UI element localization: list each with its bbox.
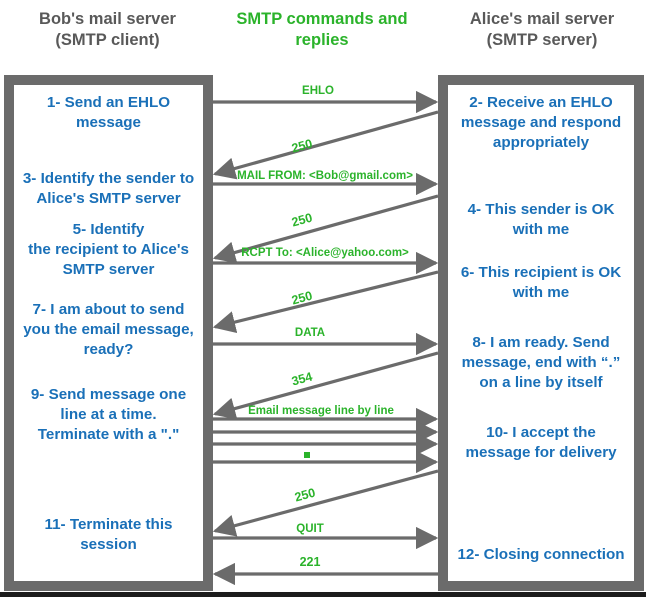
center-title: SMTP commands and replies [222, 9, 422, 51]
step-text-line: 6- This recipient is OK with me [460, 264, 622, 301]
client-panel-inner [14, 85, 203, 581]
server-title: Alice's mail server (SMTP server) [440, 9, 644, 51]
step-text-line: 1- Send an EHLO message [46, 94, 171, 131]
server-step-10: 10- I accept the message for delivery [448, 423, 634, 463]
step-text-line: 12- Closing connection [457, 546, 625, 563]
label-msg-250-d: 250 [293, 485, 317, 505]
label-msg-221: 221 [299, 555, 321, 569]
step-text-line: the recipient to Alice's SMTP server [28, 240, 189, 278]
label-msg-354: 354 [290, 369, 314, 389]
step-text-line: 9- Send message one line at a time. [30, 386, 187, 423]
step-text-line: 4- This sender is OK with me [467, 201, 615, 238]
server-title-line1: Alice's mail server [469, 10, 615, 28]
client-panel [4, 75, 213, 591]
label-msg-rcpt-to: RCPT To: <Alice@yahoo.com> [241, 247, 409, 259]
step-text-line: 2- Receive an EHLO message and respond a… [460, 94, 622, 151]
step-text-line: 5- Identify [72, 221, 145, 238]
diagram-header: Bob's mail server (SMTP client) SMTP com… [0, 0, 646, 75]
label-msg-email-body: Email message line by line [248, 405, 394, 417]
client-title-line2: (SMTP client) [55, 31, 160, 50]
server-title-line2: (SMTP server) [486, 31, 598, 50]
server-panel [438, 75, 644, 591]
dot-terminator-marker [303, 451, 311, 459]
client-title: Bob's mail server (SMTP client) [4, 9, 211, 51]
server-step-6: 6- This recipient is OK with me [448, 263, 634, 303]
client-step-7: 7- I am about to send you the email mess… [14, 300, 203, 359]
step-text-line: 7- I am about to send you the email mess… [23, 301, 194, 358]
client-step-5: 5- Identify the recipient to Alice's SMTP… [14, 220, 203, 279]
client-title-line1: Bob's mail server [39, 10, 176, 28]
label-msg-250-c: 250 [290, 288, 314, 308]
server-step-12: 12- Closing connection [448, 545, 634, 565]
center-title-line1: SMTP commands and [236, 10, 408, 28]
label-msg-250-b: 250 [290, 210, 314, 230]
label-msg-ehlo: EHLO [302, 85, 334, 97]
label-msg-mail-from: MAIL FROM: <Bob@gmail.com> [237, 170, 413, 182]
step-text-line: 10- I accept the message for delivery [465, 424, 617, 461]
arrow-msg-250-c [212, 270, 439, 334]
server-step-4: 4- This sender is OK with me [448, 200, 634, 240]
client-step-11: 11- Terminate this session [14, 515, 203, 555]
arrow-msg-250-d [212, 469, 439, 537]
label-msg-quit: QUIT [296, 523, 324, 535]
client-step-1: 1- Send an EHLO message [14, 93, 203, 133]
label-msg-data: DATA [294, 327, 326, 339]
server-step-8: 8- I am ready. Send message, end with “.… [448, 333, 634, 392]
client-step-9: 9- Send message one line at a time. Termi… [14, 385, 203, 444]
step-text-line: 3- Identify the sender to Alice's SMTP s… [22, 170, 195, 207]
client-step-3: 3- Identify the sender to Alice's SMTP s… [14, 169, 203, 209]
bottom-rule [0, 592, 646, 597]
step-text-line: Terminate with a "." [37, 425, 180, 443]
server-step-2: 2- Receive an EHLO message and respond a… [448, 93, 634, 152]
arrow-msg-250-a [212, 110, 439, 180]
step-text-line: 8- I am ready. Send message, end with “.… [461, 334, 621, 391]
step-text-line: 11- Terminate this session [44, 516, 173, 553]
server-panel-inner [448, 85, 634, 581]
center-title-line2: replies [295, 31, 349, 50]
label-msg-250-a: 250 [290, 136, 314, 156]
